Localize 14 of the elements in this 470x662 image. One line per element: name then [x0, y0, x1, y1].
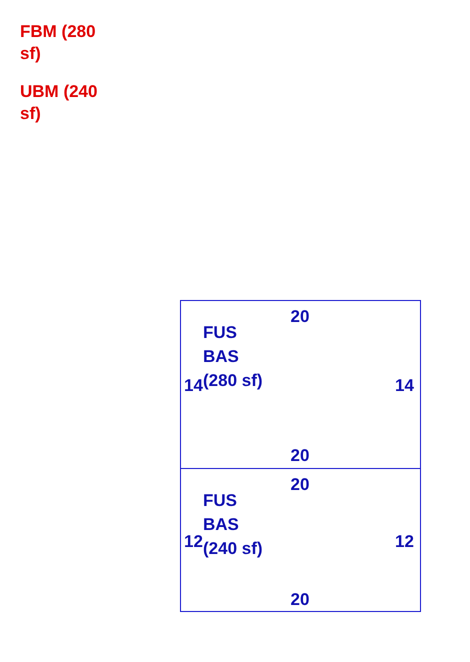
room-outline	[180, 300, 421, 469]
area-label: FUS BAS (280 sf)	[203, 322, 264, 392]
dimension-label: 20	[290, 474, 310, 496]
area-note: FBM (280 sf)	[20, 21, 97, 65]
dimension-label: 12	[395, 531, 414, 553]
dimension-label: 12	[184, 531, 203, 553]
dimension-label: 14	[184, 375, 203, 397]
area-label: FUS BAS (240 sf)	[203, 490, 264, 560]
dimension-label: 20	[290, 589, 310, 611]
room-outline	[180, 468, 421, 612]
dimension-label: 14	[395, 375, 414, 397]
dimension-label: 20	[290, 306, 310, 328]
area-note: UBM (240 sf)	[20, 81, 98, 125]
dimension-label: 20	[290, 445, 310, 467]
